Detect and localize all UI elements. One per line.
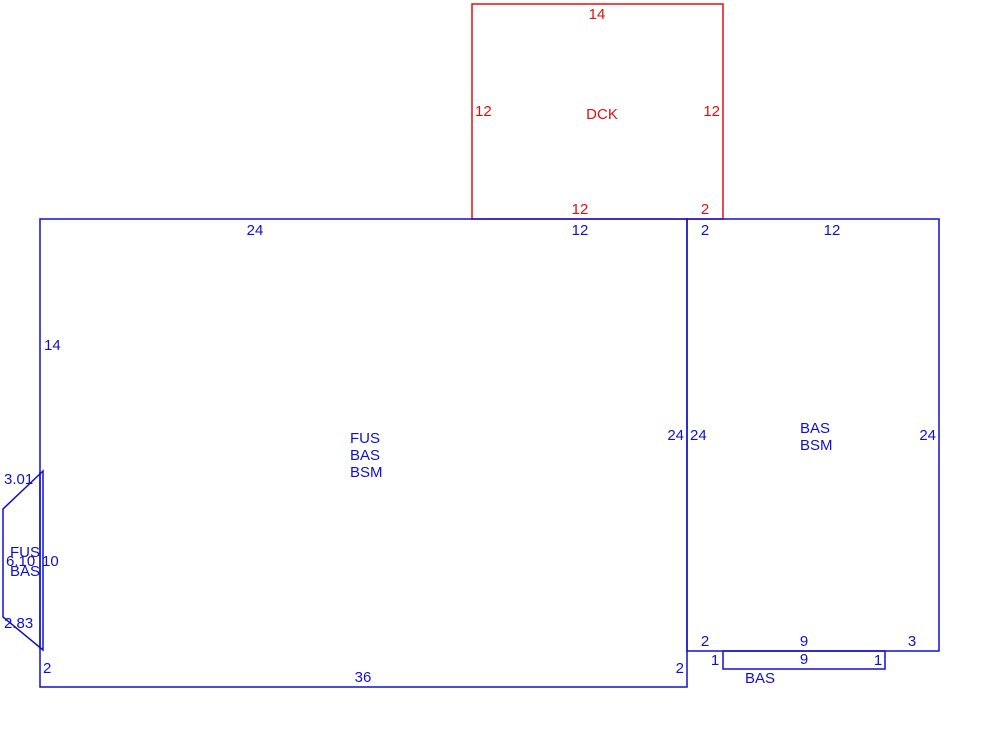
- right-area: 2 12 24 24 BAS BSM 2 9 3: [686, 218, 940, 652]
- main-dim-top-left: 24: [247, 222, 264, 239]
- deck-dim-right: 12: [703, 103, 720, 120]
- right-dim-bottom-right: 3: [908, 633, 916, 650]
- deck-dim-top: 14: [589, 6, 606, 23]
- deck-dim-left: 12: [475, 103, 492, 120]
- deck-label: DCK: [586, 106, 618, 123]
- right-dim-bottom: 9: [800, 633, 808, 650]
- bay-label-1: FUS: [10, 544, 40, 561]
- bay-label-2: BAS: [10, 563, 40, 580]
- small-bas-dim-middle: 9: [800, 651, 808, 668]
- bay-area: 3.01 FUS 6.10 10 BAS 2.83: [2, 469, 59, 652]
- small-bas-area: 1 9 1 BAS: [711, 650, 886, 687]
- small-bas-dim-right: 1: [874, 652, 882, 669]
- right-dim-top: 12: [824, 222, 841, 239]
- right-label-1: BAS: [800, 420, 830, 437]
- main-label-1: FUS: [350, 430, 380, 447]
- deck-dim-bottom-right: 2: [701, 201, 709, 218]
- main-label-3: BSM: [350, 464, 383, 481]
- bay-dim-middle2: 10: [42, 553, 59, 570]
- right-dim-left: 24: [690, 427, 707, 444]
- small-bas-label: BAS: [745, 670, 775, 687]
- deck-area: 14 12 12 DCK 12 2: [471, 3, 724, 220]
- main-dim-right: 24: [667, 427, 684, 444]
- bay-dim-bottom: 2.83: [4, 615, 33, 632]
- small-bas-outline: [722, 650, 886, 670]
- small-bas-dim-left: 1: [711, 652, 719, 669]
- main-area: 24 12 14 24 FUS BAS BSM 2 36 2: [39, 218, 688, 688]
- right-label-2: BSM: [800, 437, 833, 454]
- main-dim-bottom-right: 2: [676, 660, 684, 677]
- main-label-2: BAS: [350, 447, 380, 464]
- deck-dim-bottom: 12: [572, 201, 589, 218]
- main-dim-top-right: 12: [572, 222, 589, 239]
- bay-dim-middle: 6.10: [6, 553, 35, 570]
- right-dim-bottom-left: 2: [701, 633, 709, 650]
- main-dim-bottom: 36: [355, 669, 372, 686]
- main-dim-bottom-left: 2: [43, 660, 51, 677]
- right-dim-right: 24: [919, 427, 936, 444]
- bay-outline: [2, 469, 44, 652]
- right-dim-top-left: 2: [701, 222, 709, 239]
- bay-dim-top: 3.01: [4, 471, 33, 488]
- main-dim-left: 14: [44, 337, 61, 354]
